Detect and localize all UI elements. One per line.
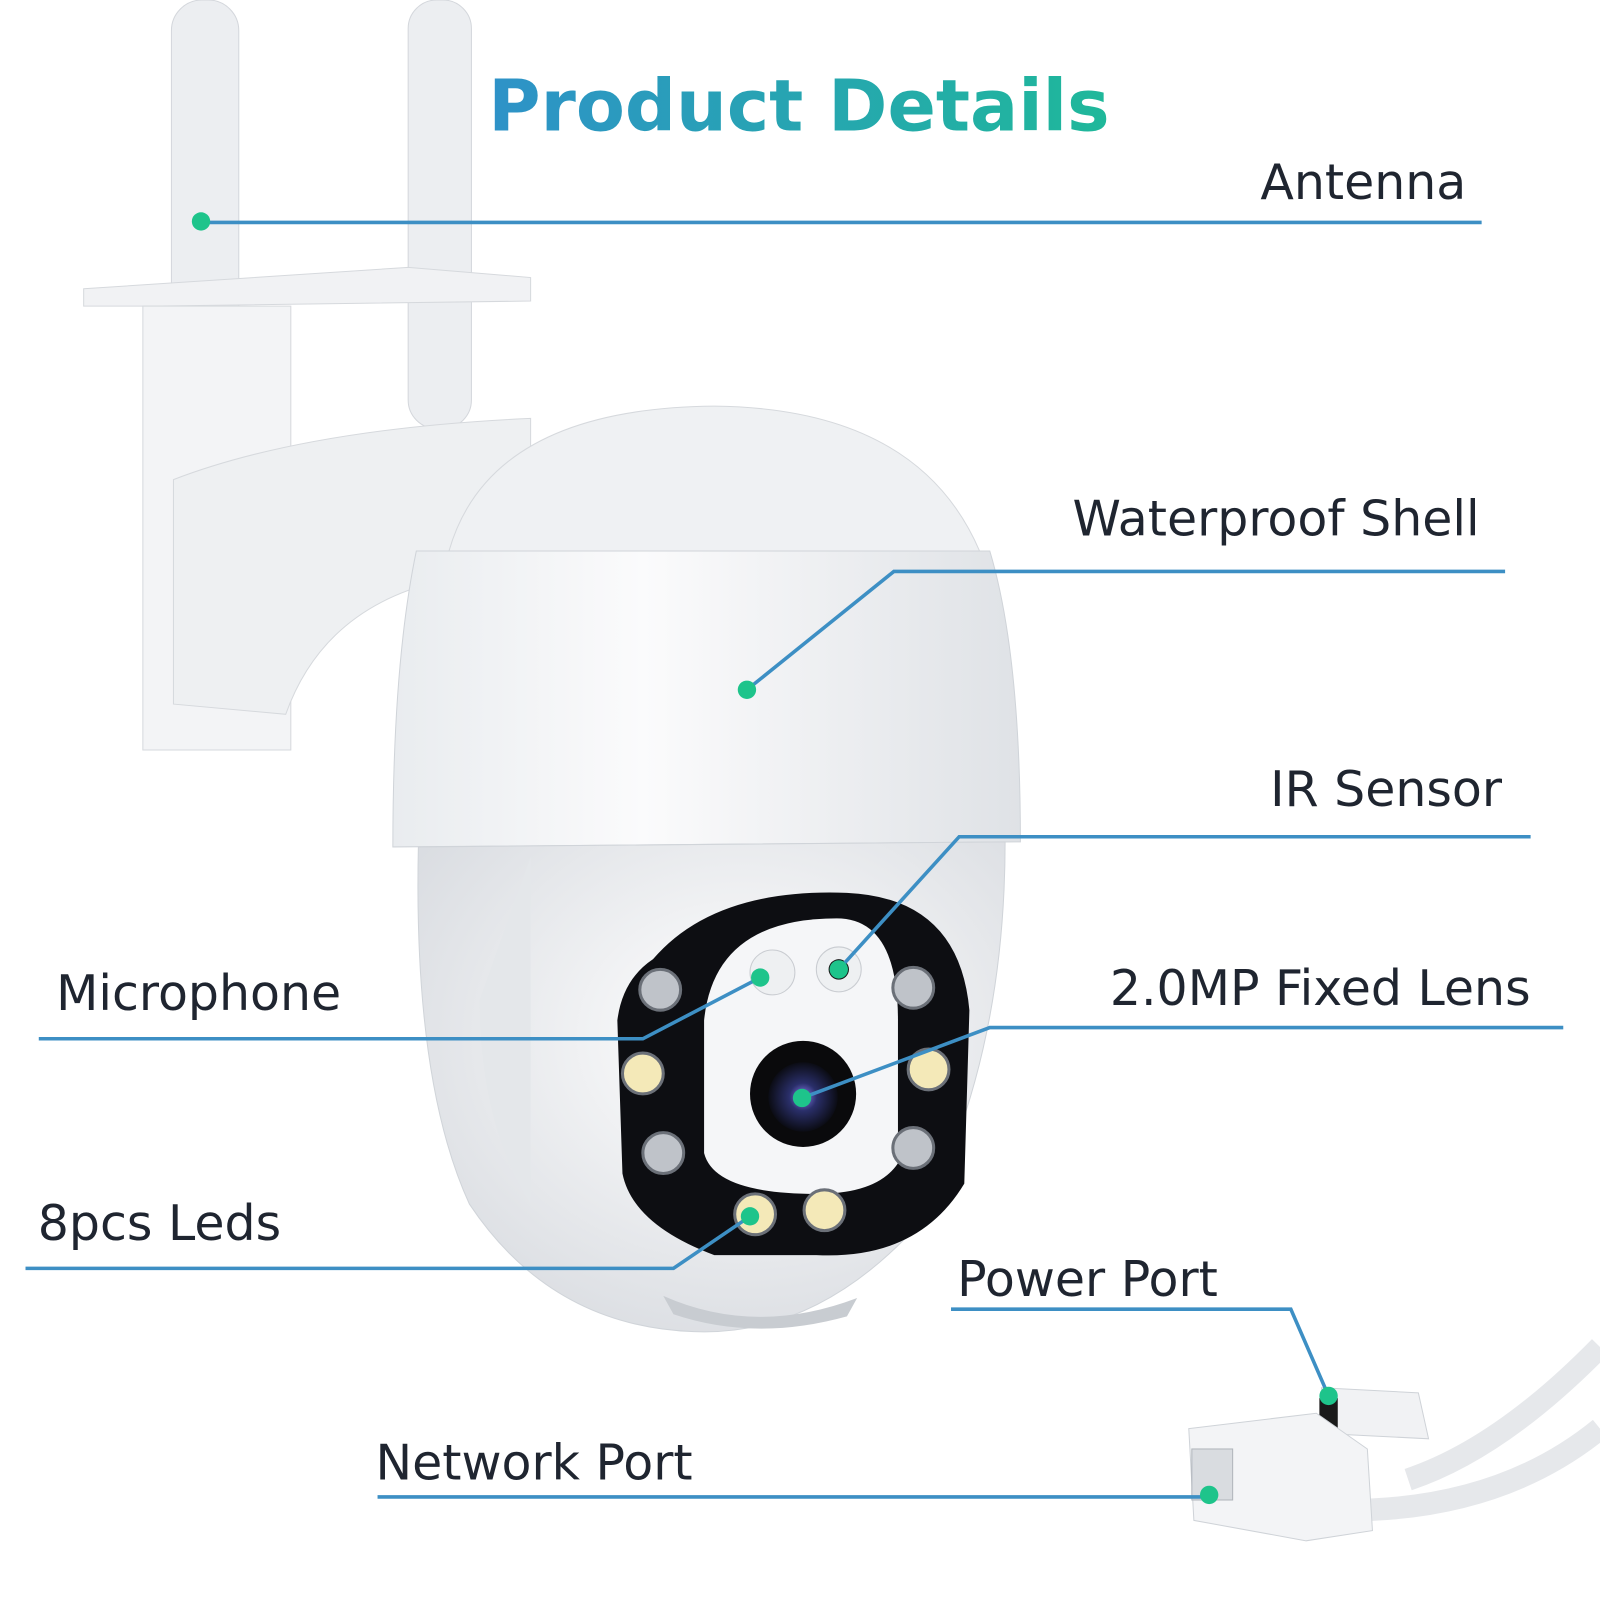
callout-dot [792,1088,812,1108]
leader-line [837,834,1531,971]
callout-dot [740,1207,760,1226]
bracket-top [83,266,532,307]
camera-illustration [83,0,1600,1542]
leader-line [38,975,762,1041]
callout-microphone: Microphone [38,965,770,1041]
rj45-connector [1188,1412,1373,1542]
callout-label: IR Sensor [1270,761,1503,818]
callout-dot [829,960,848,979]
callout-label: Antenna [1260,154,1466,211]
callout-label: Power Port [957,1251,1218,1308]
callout-label: 8pcs Leds [38,1195,281,1252]
leader-line [801,1025,1564,1100]
network-cable [1346,1419,1600,1522]
callout-fixed-lens: 2.0MP Fixed Lens [792,960,1564,1108]
callout-ir-sensor: IR Sensor [829,761,1531,979]
leader-line [951,1307,1331,1397]
leader-line [25,1214,752,1271]
callout-label: Waterproof Shell [1073,491,1480,548]
power-cable [1404,1339,1600,1491]
callout-dot [1200,1485,1219,1505]
callout-label: 2.0MP Fixed Lens [1110,960,1531,1017]
callout-dot [737,680,757,699]
dome-top [448,405,981,552]
callout-label: Microphone [56,965,341,1022]
callout-label: Network Port [376,1435,693,1492]
callout-network-port: Network Port [376,1435,1219,1505]
callout-waterproof-shell: Waterproof Shell [737,491,1506,699]
callout-dot [1319,1386,1338,1406]
callout-antenna: Antenna [191,154,1482,231]
callout-dot [191,212,211,231]
callout-power-port: Power Port [951,1251,1338,1406]
page-title: Product Details [488,65,1109,148]
leader-line [745,569,1506,692]
antenna-right [407,0,472,430]
callout-dot [751,968,770,987]
callout-leds: 8pcs Leds [25,1195,760,1271]
upper-shell [392,550,1021,848]
